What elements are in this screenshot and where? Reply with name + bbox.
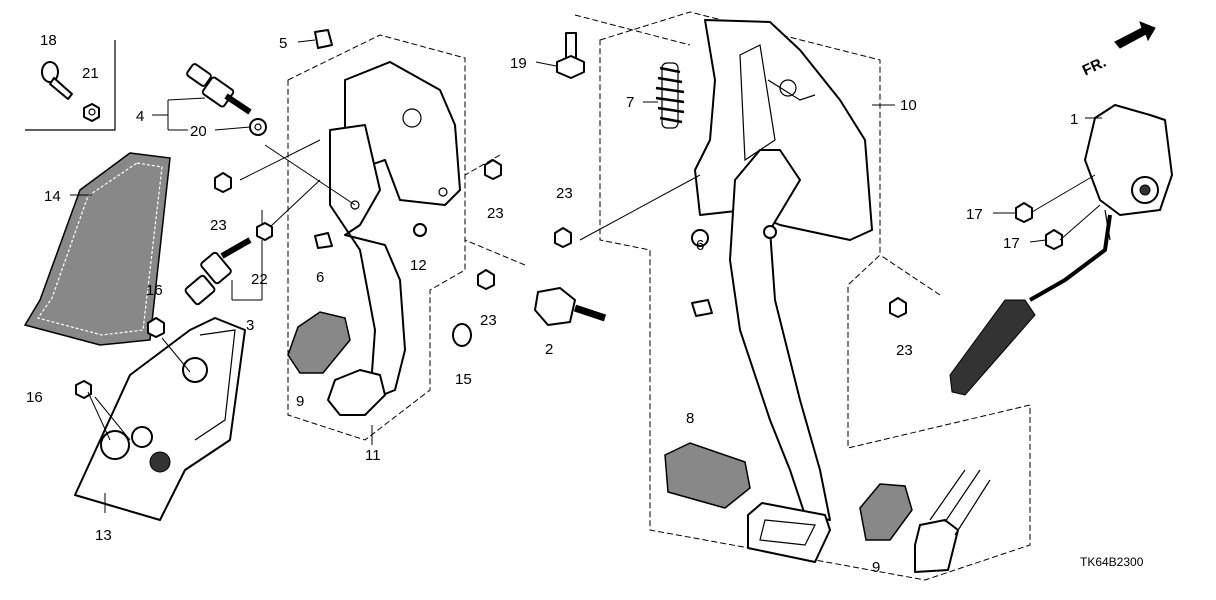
- switch-2: [534, 287, 607, 326]
- callout-18: 18: [40, 32, 57, 49]
- pad-9-left: [287, 311, 351, 374]
- nut-23-d: [554, 227, 572, 248]
- nut-23-b: [484, 159, 502, 180]
- clip-6-right: [691, 299, 713, 317]
- callout-16-lower: 16: [26, 389, 43, 406]
- callout-22: 22: [251, 271, 268, 288]
- switch-3: [184, 237, 252, 306]
- pad-8: [664, 442, 751, 509]
- frame-group: [25, 11, 1031, 581]
- nut-22: [256, 222, 273, 241]
- inset-frame-18-21: [25, 40, 116, 131]
- nut-17-lower: [1045, 229, 1063, 250]
- diagram-part-code: TK64B2300: [1080, 555, 1144, 569]
- callout-23-c: 23: [480, 312, 497, 329]
- nut-23-a: [214, 172, 232, 193]
- clip-6-left: [314, 232, 333, 249]
- stopper-12: [413, 223, 427, 237]
- callout-21: 21: [82, 65, 99, 82]
- callout-7: 7: [626, 94, 634, 111]
- arrow-icon: [1114, 21, 1156, 49]
- front-label: FR.: [1080, 54, 1109, 80]
- callout-11: 11: [365, 447, 381, 464]
- cap-15: [452, 323, 472, 347]
- callout-9-left: 9: [296, 393, 304, 410]
- callout-15: 15: [455, 371, 472, 388]
- callout-5: 5: [279, 35, 287, 52]
- leader-lines: [70, 39, 1102, 513]
- spring-7: [655, 62, 685, 129]
- callout-6-left: 6: [316, 269, 324, 286]
- leader-dash: [464, 154, 501, 176]
- callout-17-upper: 17: [966, 206, 983, 223]
- callout-4: 4: [136, 108, 144, 125]
- callout-23-e: 23: [896, 342, 913, 359]
- bolt-18: [41, 61, 73, 100]
- nut-23-c: [477, 269, 495, 290]
- front-direction-arrow: FR.: [1080, 21, 1156, 80]
- brake-pedal-frame: [287, 34, 466, 441]
- nut-16-lower: [75, 380, 92, 399]
- leader-dash: [574, 14, 691, 46]
- callout-1: 1: [1070, 111, 1078, 128]
- floor-pad-14: [23, 152, 171, 346]
- callout-10: 10: [900, 97, 917, 114]
- callout-13: 13: [95, 527, 112, 544]
- brake-pedal-11: [327, 61, 461, 416]
- bracket-13: [74, 317, 246, 521]
- callout-2: 2: [545, 341, 553, 358]
- nut-16-upper: [147, 317, 165, 338]
- callout-8: 8: [686, 410, 694, 427]
- callout-12: 12: [410, 257, 427, 274]
- nut-17-upper: [1015, 202, 1033, 223]
- clutch-pedal-10: [691, 19, 873, 521]
- callout-19: 19: [510, 55, 527, 72]
- callout-23-b: 23: [487, 205, 504, 222]
- switch-4: [186, 63, 252, 115]
- callout-20: 20: [190, 123, 207, 140]
- accelerator-pedal-1: [949, 104, 1173, 396]
- bolt-19: [556, 32, 585, 79]
- clutch-pedal-frame: [599, 11, 1031, 581]
- inset-pad-9: [859, 469, 991, 573]
- nut-23-e: [889, 297, 907, 318]
- callout-16-upper: 16: [146, 282, 163, 299]
- callout-labels: 1 2 3 4 5 6 6 7 8 9 9 10 11 12 13 14 15 …: [26, 32, 1144, 576]
- callout-23-d: 23: [556, 185, 573, 202]
- leader-dash: [879, 254, 941, 296]
- nut-21: [83, 103, 100, 122]
- callout-23-a: 23: [210, 217, 227, 234]
- nut-20: [249, 118, 267, 136]
- leader-dash: [464, 239, 526, 266]
- callout-3: 3: [246, 317, 254, 334]
- callout-14: 14: [44, 188, 61, 205]
- clip-5: [314, 29, 333, 49]
- callout-6-right: 6: [696, 237, 704, 254]
- callout-17-lower: 17: [1003, 235, 1020, 252]
- callout-9-right: 9: [872, 559, 880, 576]
- pedal-plate-clutch: [747, 502, 831, 563]
